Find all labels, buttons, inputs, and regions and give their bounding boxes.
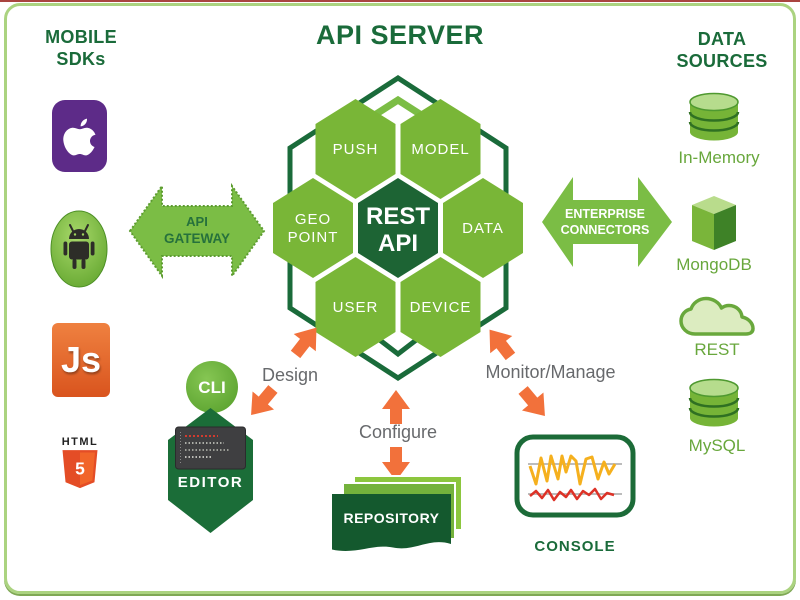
data-sources-heading: DATA SOURCES [667,28,777,72]
top-red-strip [0,0,800,2]
hex-cell-rest-api [358,178,438,278]
cube-front [692,205,714,250]
configure-label: Configure [358,422,438,442]
console-yellow-series [528,454,617,486]
hex-label-data: DATA [462,220,504,237]
in-memory-label: In-Memory [678,148,760,167]
enterprise-connectors-arrow: ENTERPRISE CONNECTORS [542,177,672,267]
cli-badge-circle [186,361,238,413]
api-gateway-arrow: API GATEWAY [128,182,266,280]
cube-side [714,205,736,250]
cli-editor: CLI EDITOR [168,361,253,533]
hex-label-point: POINT [288,229,339,246]
hex-cell-user [315,257,396,357]
cli-badge-label: CLI [198,378,225,397]
rest-cloud-icon [679,296,755,336]
page-title: API SERVER [315,20,485,50]
console-monitor [514,434,636,518]
mongodb-label: MongoDB [676,255,752,274]
api-gateway-label-line2: GATEWAY [164,231,230,246]
apple-leaf [80,118,87,127]
monitor-manage-label: Monitor/Manage [485,362,616,382]
api-hexagon-hive: PUSH MODEL GEO POINT DATA USER DEVICE RE… [273,75,523,381]
hex-cell-geo-point [273,178,353,278]
cylinder-band [688,407,740,418]
hex-label-device: DEVICE [410,299,472,316]
in-memory-database-icon [688,92,740,141]
hex-label-user: USER [333,299,379,316]
javascript-icon: Js [52,323,110,397]
hive-outline-hexagon [287,75,509,381]
mobile-sdks-heading-line2: SDKs [56,49,106,69]
cylinder-band [688,111,740,122]
mysql-label: MySQL [688,436,746,455]
hive-top-chevron [368,95,428,121]
arrow-configure-to-hive [382,390,410,424]
cylinder-band [688,397,740,408]
javascript-icon-label: Js [60,339,102,380]
mysql-database-icon [688,378,740,427]
android-robot [63,224,95,269]
hex-label-push: PUSH [333,141,379,158]
hex-cell-model [400,99,481,199]
hex-label-model: MODEL [411,141,469,158]
apple-logo-shape [62,118,100,156]
apple-body [62,127,96,156]
hex-cell-push [315,99,396,199]
rest-label: REST [694,340,740,359]
console-label: CONSOLE [534,538,616,555]
apple-bite [89,134,100,148]
html5-number: 5 [75,459,85,479]
mongodb-cube-icon [692,196,736,250]
hex-cell-data [443,178,523,278]
hex-cell-device [400,257,481,357]
enterprise-connectors-arrow-shape [542,177,672,267]
console-red-series [529,487,615,502]
editor-screen [175,426,246,470]
html5-icon: HTML 5 [56,436,104,496]
html5-shield-right [80,452,95,486]
enterprise-connectors-line1: ENTERPRISE [565,207,645,221]
cylinder-band [688,121,740,132]
editor-label: EDITOR [178,474,243,491]
hex-label-rest: REST [366,203,430,230]
api-gateway-label-line1: API [186,214,208,229]
repository-label: REPOSITORY [343,510,439,526]
apple-icon [52,100,107,172]
cloud-shape [679,296,755,336]
mobile-sdks-heading-line1: MOBILE [45,27,117,47]
cylinder-top [689,378,739,398]
api-gateway-arrow-shape [128,182,266,280]
data-sources-heading-line2: SOURCES [676,51,768,71]
html5-shield: 5 [62,450,98,489]
hex-label-api: API [378,230,418,257]
cylinder-top [689,92,739,112]
data-sources-heading-line1: DATA [697,29,747,49]
repository-front-sheet [332,494,451,552]
enterprise-connectors-line2: CONNECTORS [561,223,650,237]
design-label: Design [261,365,319,385]
repository: REPOSITORY [332,475,463,552]
hex-label-geo: GEO [295,211,331,228]
android-icon [50,210,108,288]
editor-code-lines [180,432,230,464]
html5-icon-word: HTML [61,436,99,448]
mobile-sdks-heading: MOBILE SDKs [26,26,136,70]
